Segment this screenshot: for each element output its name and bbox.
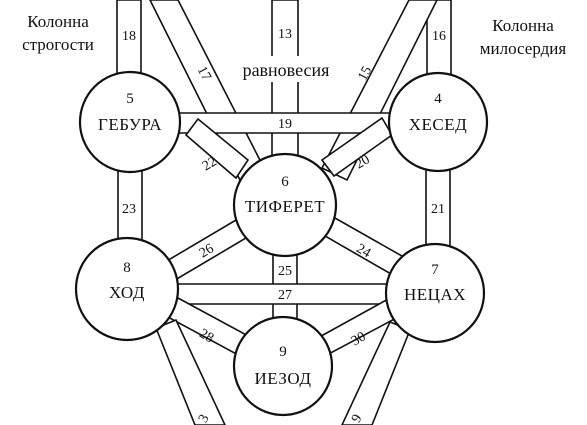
node-circle-netzach <box>384 242 486 344</box>
path-number-16: 16 <box>432 29 446 44</box>
node-number-tiferet: 6 <box>281 174 289 190</box>
path-number-19: 19 <box>278 117 292 132</box>
path-number-20: 20 <box>353 152 373 172</box>
path-number-28: 30 <box>349 329 369 349</box>
path-band-22 <box>184 117 250 180</box>
severity-column-label-line1: Колонна <box>27 12 89 31</box>
node-circle-hod <box>74 236 180 342</box>
balance-column-label: равновесия <box>243 60 330 80</box>
balance-label-backdrop <box>236 56 336 82</box>
path-number-26: 26 <box>197 241 217 261</box>
path-number-13: 13 <box>278 27 292 42</box>
path-number-24: 24 <box>353 241 373 261</box>
severity-column-label-line2: строгости <box>22 35 94 54</box>
path-number-18: 18 <box>122 29 136 44</box>
node-netzach: 7 НЕЦАХ <box>384 242 486 344</box>
node-tiferet: 6 ТИФЕРЕТ <box>232 152 338 258</box>
node-circle-tiferet <box>232 152 338 258</box>
node-number-geburah: 5 <box>126 91 134 107</box>
node-name-chesed: ХЕСЕД <box>409 115 467 134</box>
path-number-27: 27 <box>278 288 292 303</box>
path-number-21: 21 <box>431 202 445 217</box>
node-name-tiferet: ТИФЕРЕТ <box>245 197 325 216</box>
node-number-chesed: 4 <box>434 91 442 107</box>
path-number-30: 28 <box>196 326 216 346</box>
node-hod: 8 ХОД <box>74 236 180 342</box>
mercy-column-label-line2: милосердия <box>480 39 567 58</box>
node-name-hod: ХОД <box>109 283 145 302</box>
node-name-netzach: НЕЦАХ <box>404 285 466 304</box>
node-number-netzach: 7 <box>431 262 439 278</box>
path-number-17: 17 <box>194 64 214 83</box>
path-band-15 <box>320 0 438 182</box>
path-number-22: 22 <box>200 154 220 174</box>
node-circle-chesed <box>387 71 489 173</box>
node-number-hod: 8 <box>123 260 131 276</box>
node-circle-geburah <box>78 70 182 174</box>
path-number-23: 23 <box>122 202 136 217</box>
path-band-31 <box>154 318 226 425</box>
node-geburah: 5 ГЕБУРА <box>78 70 182 174</box>
node-name-yesod: ИЕЗОД <box>255 369 312 388</box>
node-number-yesod: 9 <box>279 344 287 360</box>
node-yesod: 9 ИЕЗОД <box>232 315 334 417</box>
path-number-25: 25 <box>278 264 292 279</box>
node-chesed: 4 ХЕСЕД <box>387 71 489 173</box>
node-circle-yesod <box>232 315 334 417</box>
path-number-15: 15 <box>355 64 375 83</box>
node-name-geburah: ГЕБУРА <box>98 115 162 134</box>
mercy-column-label-line1: Колонна <box>492 16 554 35</box>
